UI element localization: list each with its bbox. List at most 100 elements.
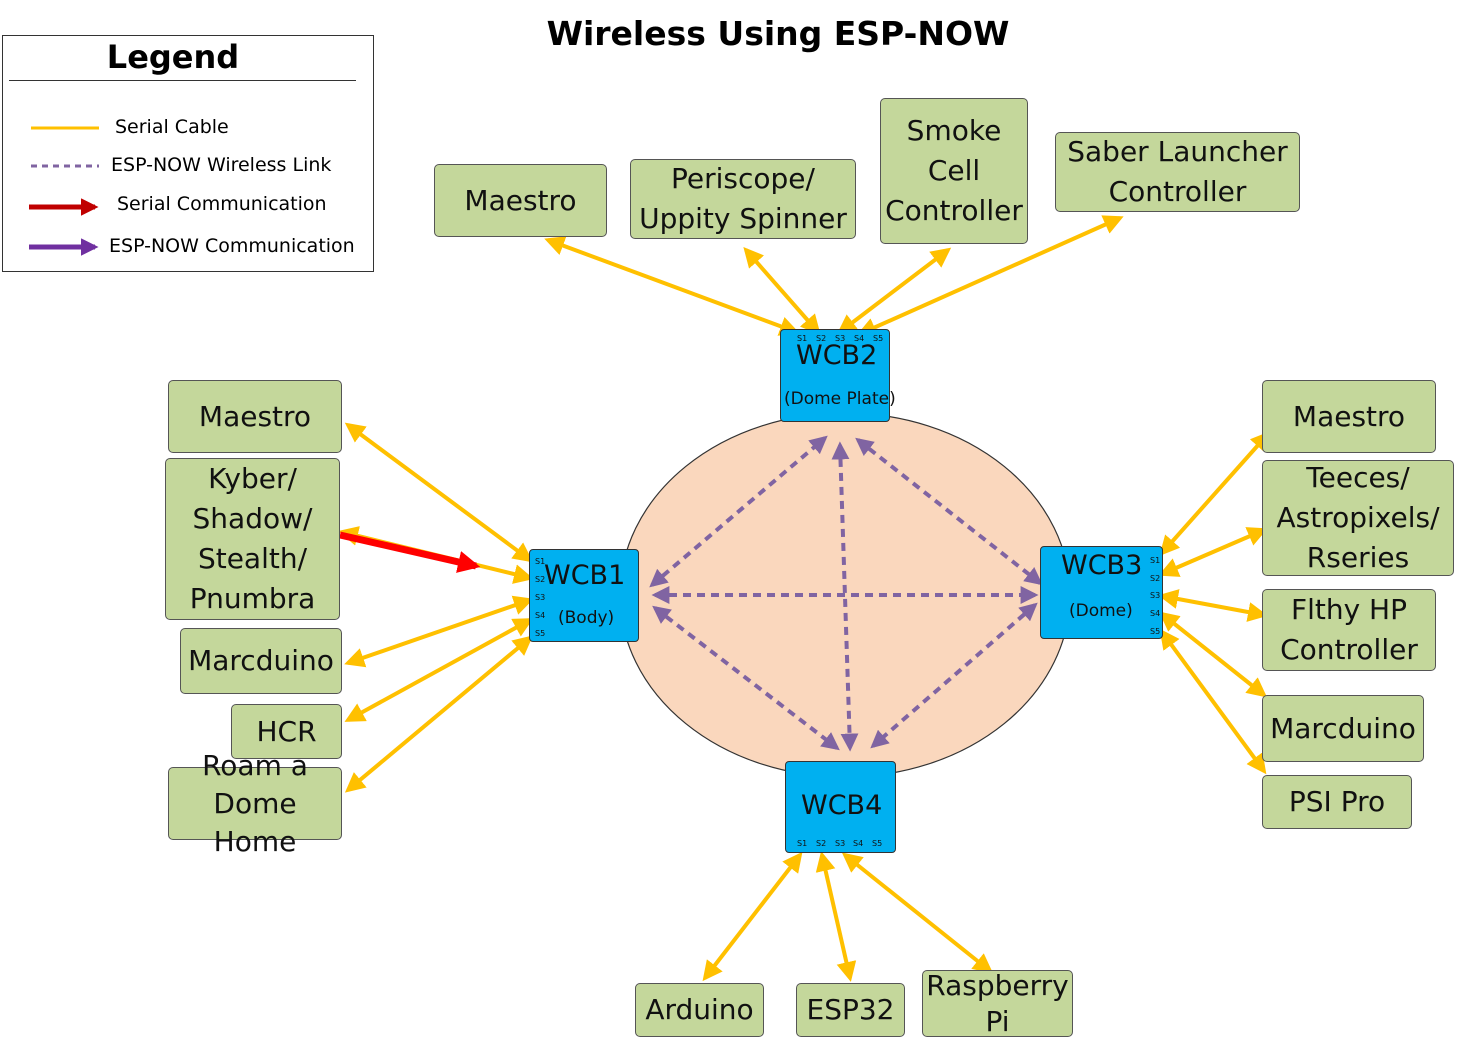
device-label: ESP32 — [806, 993, 895, 1026]
device-label: PSI Pro — [1288, 785, 1386, 818]
wcb1-device-hcr: HCR — [231, 704, 342, 759]
device-label: Stealth/ — [197, 542, 308, 575]
diagram-title: Wireless Using ESP-NOW — [546, 14, 1010, 53]
device-label: Raspberry — [926, 968, 1069, 1002]
wcb1-device-maestro: Maestro — [168, 380, 342, 453]
wireless-link-wcb2-wcb4 — [831, 441, 859, 752]
device-label: Rseries — [1306, 541, 1410, 574]
wcb3-subtitle: (Dome) — [1069, 601, 1133, 621]
wcb1-hub: WCB1 (Body) S1 S2 S3 S4 S5 — [529, 549, 639, 642]
wcb3-port-s3: S3 — [1150, 591, 1161, 600]
wcb4-port-s5: S5 — [872, 839, 883, 848]
device-label: Pi — [985, 1004, 1010, 1038]
device-label: Teeces/ — [1306, 461, 1410, 494]
device-label: Smoke — [906, 114, 1002, 147]
legend-divider — [9, 80, 356, 81]
wcb1-port-s4: S4 — [535, 611, 546, 620]
wcb3-port-s2: S2 — [1150, 574, 1161, 583]
wcb2-device-periscope-uppity-spinner: Periscope/ Uppity Spinner — [630, 159, 856, 239]
wcb2-device-smoke-cell-controller: Smoke Cell Controller — [880, 98, 1028, 244]
wcb3-hub: WCB3 (Dome) S1 S2 S3 S4 S5 — [1040, 546, 1163, 639]
device-label: Shadow/ — [192, 502, 313, 535]
legend-espnow-communication-swatch — [29, 238, 99, 256]
serial-cable-wcb4-arduino — [702, 851, 803, 982]
serial-cable-wcb4-esp32 — [815, 851, 857, 982]
device-label: Marcduino — [188, 644, 334, 677]
wcb3-port-s1: S1 — [1150, 556, 1161, 565]
device-label: Flthy HP — [1290, 593, 1407, 626]
serial-cable-wcb2-maestro — [544, 236, 800, 336]
device-label: Kyber/ — [208, 462, 297, 495]
wcb3-device-marcduino: Marcduino — [1262, 695, 1424, 762]
wcb3-name: WCB3 — [1061, 550, 1143, 581]
wcb2-port-s2: S2 — [816, 334, 827, 343]
wcb2-device-maestro: Maestro — [434, 164, 607, 237]
wcb4-device-raspberry-pi: Raspberry Pi — [922, 968, 1073, 1038]
device-label: Arduino — [645, 993, 754, 1026]
device-label: Controller — [885, 194, 1023, 227]
wcb2-port-s3: S3 — [835, 334, 846, 343]
serial-cable-wcb4-raspberry-pi — [841, 852, 994, 974]
wcb2-port-s5: S5 — [873, 334, 884, 343]
device-label: Controller — [1280, 633, 1418, 666]
device-label: Periscope/ — [671, 162, 815, 195]
wcb4-hub: WCB4 S1 S2 S3 S4 S5 — [785, 761, 896, 853]
wcb1-device-kyber-shadow-stealth-pnumbra: Kyber/ Shadow/ Stealth/ Pnumbra — [165, 458, 340, 620]
wcb2-name: WCB2 — [796, 340, 878, 371]
device-label: Roam a — [202, 748, 308, 782]
wcb1-port-s5: S5 — [535, 629, 546, 638]
serial-cable-wcb1-hcr — [344, 618, 534, 722]
wcb3-device-maestro: Maestro — [1262, 380, 1436, 453]
wcb1-subtitle: (Body) — [558, 608, 615, 628]
serial-cable-wcb1-marcduino — [344, 595, 534, 668]
wcb3-port-s5: S5 — [1150, 627, 1161, 636]
legend-serial-communication-label: Serial Communication — [117, 193, 327, 215]
wcb2-hub: WCB2 (Dome Plate) S1 S2 S3 S4 S5 — [780, 329, 896, 422]
wcb1-port-s2: S2 — [535, 575, 546, 584]
device-label: Saber Launcher — [1067, 135, 1288, 168]
device-label: Uppity Spinner — [639, 202, 847, 235]
legend-title: Legend — [106, 38, 240, 76]
wcb4-port-s4: S4 — [853, 839, 864, 848]
serial-cable-wcb1-roam-a-dome-home — [344, 635, 534, 793]
wcb3-device-psi-pro: PSI Pro — [1262, 775, 1412, 829]
wcb1-device-roam-a-dome-home: Roam a Dome Home — [168, 749, 342, 858]
device-label: Maestro — [464, 183, 577, 217]
legend-wireless-link-label: ESP-NOW Wireless Link — [111, 154, 332, 176]
wcb4-port-s1: S1 — [797, 839, 808, 848]
wcb1-port-s1: S1 — [535, 557, 546, 566]
wcb4-device-esp32: ESP32 — [796, 983, 905, 1037]
wireless-link-wcb3-wcb4 — [870, 602, 1038, 749]
wcb1-device-marcduino: Marcduino — [180, 628, 342, 694]
serial-cable-wcb3-teeces — [1158, 527, 1268, 577]
legend: Legend Serial Cable ESP-NOW Wireless Lin… — [2, 35, 374, 272]
device-label: Astropixels/ — [1276, 501, 1440, 534]
serial-communication-kyber-to-wcb1 — [339, 531, 481, 573]
device-label: Dome Home — [213, 786, 297, 858]
device-label: Maestro — [198, 399, 312, 433]
device-label: Pnumbra — [189, 582, 316, 615]
wcb3-device-flthy-hp-controller: Flthy HP Controller — [1262, 589, 1436, 671]
device-label: Maestro — [1292, 399, 1406, 433]
wcb4-port-s2: S2 — [816, 839, 827, 848]
wcb2-port-s4: S4 — [854, 334, 865, 343]
device-label: Marcduino — [1270, 711, 1416, 745]
device-label: HCR — [256, 714, 317, 748]
wireless-link-wcb2-wcb3 — [855, 437, 1043, 586]
legend-espnow-communication-label: ESP-NOW Communication — [109, 235, 355, 257]
wcb1-name: WCB1 — [544, 560, 626, 591]
legend-serial-cable-label: Serial Cable — [115, 116, 229, 138]
device-label: Cell — [927, 154, 981, 187]
wireless-link-wcb1-wcb2 — [649, 435, 828, 588]
wcb2-subtitle: (Dome Plate) — [784, 389, 896, 409]
wireless-link-wcb1-wcb4 — [652, 605, 840, 751]
wcb4-port-s3: S3 — [835, 839, 846, 848]
wcb2-port-s1: S1 — [797, 334, 808, 343]
legend-serial-communication-swatch — [29, 198, 99, 216]
wcb4-device-arduino: Arduino — [635, 983, 764, 1037]
wcb3-device-teeces-astropixels-rseries: Teeces/ Astropixels/ Rseries — [1262, 460, 1454, 576]
wcb3-port-s4: S4 — [1150, 609, 1161, 618]
serial-cable-wcb3-flthy-hp — [1158, 589, 1268, 622]
device-label: Controller — [1108, 175, 1247, 208]
